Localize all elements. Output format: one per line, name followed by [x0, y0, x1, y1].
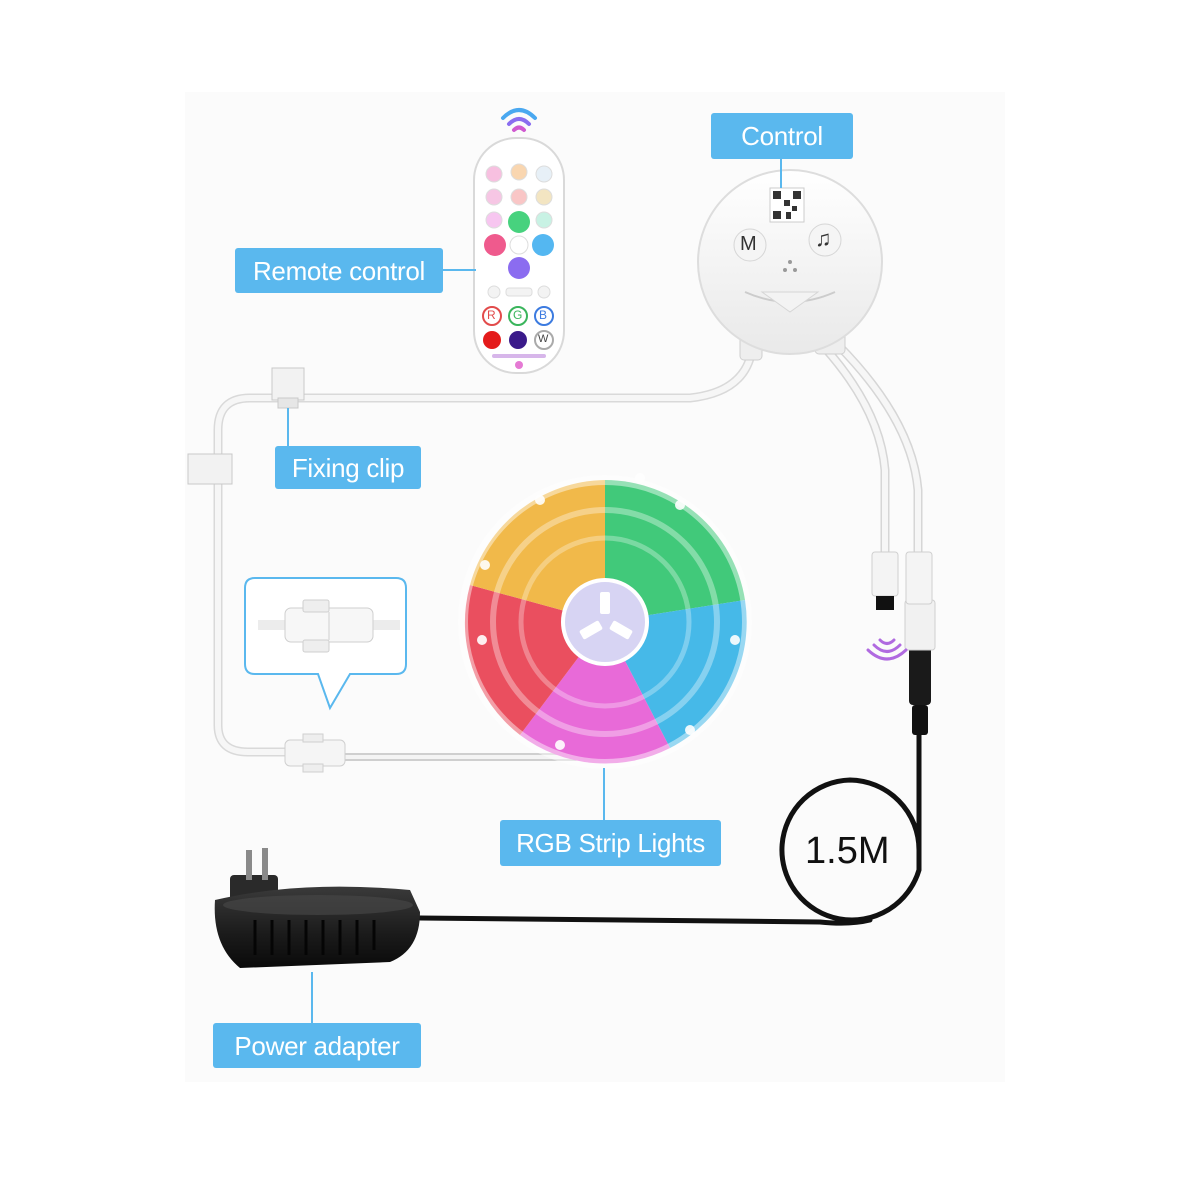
plug-icon: [214, 848, 420, 968]
qr-code-icon: [769, 187, 805, 223]
power-adapter-label: Power adapter: [213, 1023, 421, 1068]
connector-callout: [244, 577, 407, 711]
ir-signal-icon: [866, 638, 908, 661]
controller-box: [697, 169, 883, 361]
remote-w-button: W: [538, 333, 549, 345]
control-label: Control: [711, 113, 853, 159]
ir-sensor: [871, 551, 933, 610]
remote-control-label: Remote control: [235, 248, 443, 293]
wifi-icon: [501, 108, 537, 132]
remote-r-button: R: [487, 308, 496, 322]
led-reel: [458, 473, 752, 769]
dc-connector: [904, 599, 936, 735]
fixing-clip-label: Fixing clip: [275, 446, 421, 489]
music-note-icon: ♫: [815, 226, 832, 251]
strip-connector: [284, 733, 346, 773]
remote-b-button: B: [539, 308, 548, 322]
remote-device: [473, 137, 565, 374]
controller-mode-button: M: [740, 233, 757, 255]
remote-g-button: G: [513, 308, 523, 322]
fixing-clip-top: [271, 367, 305, 409]
rgb-strip-lights-label: RGB Strip Lights: [500, 820, 721, 866]
cable-length-label: 1.5M: [805, 830, 890, 872]
leader-lines: [287, 158, 782, 1025]
fixing-clip-side: [187, 453, 233, 485]
power-cable: [417, 727, 922, 926]
white-cables: [213, 340, 923, 761]
